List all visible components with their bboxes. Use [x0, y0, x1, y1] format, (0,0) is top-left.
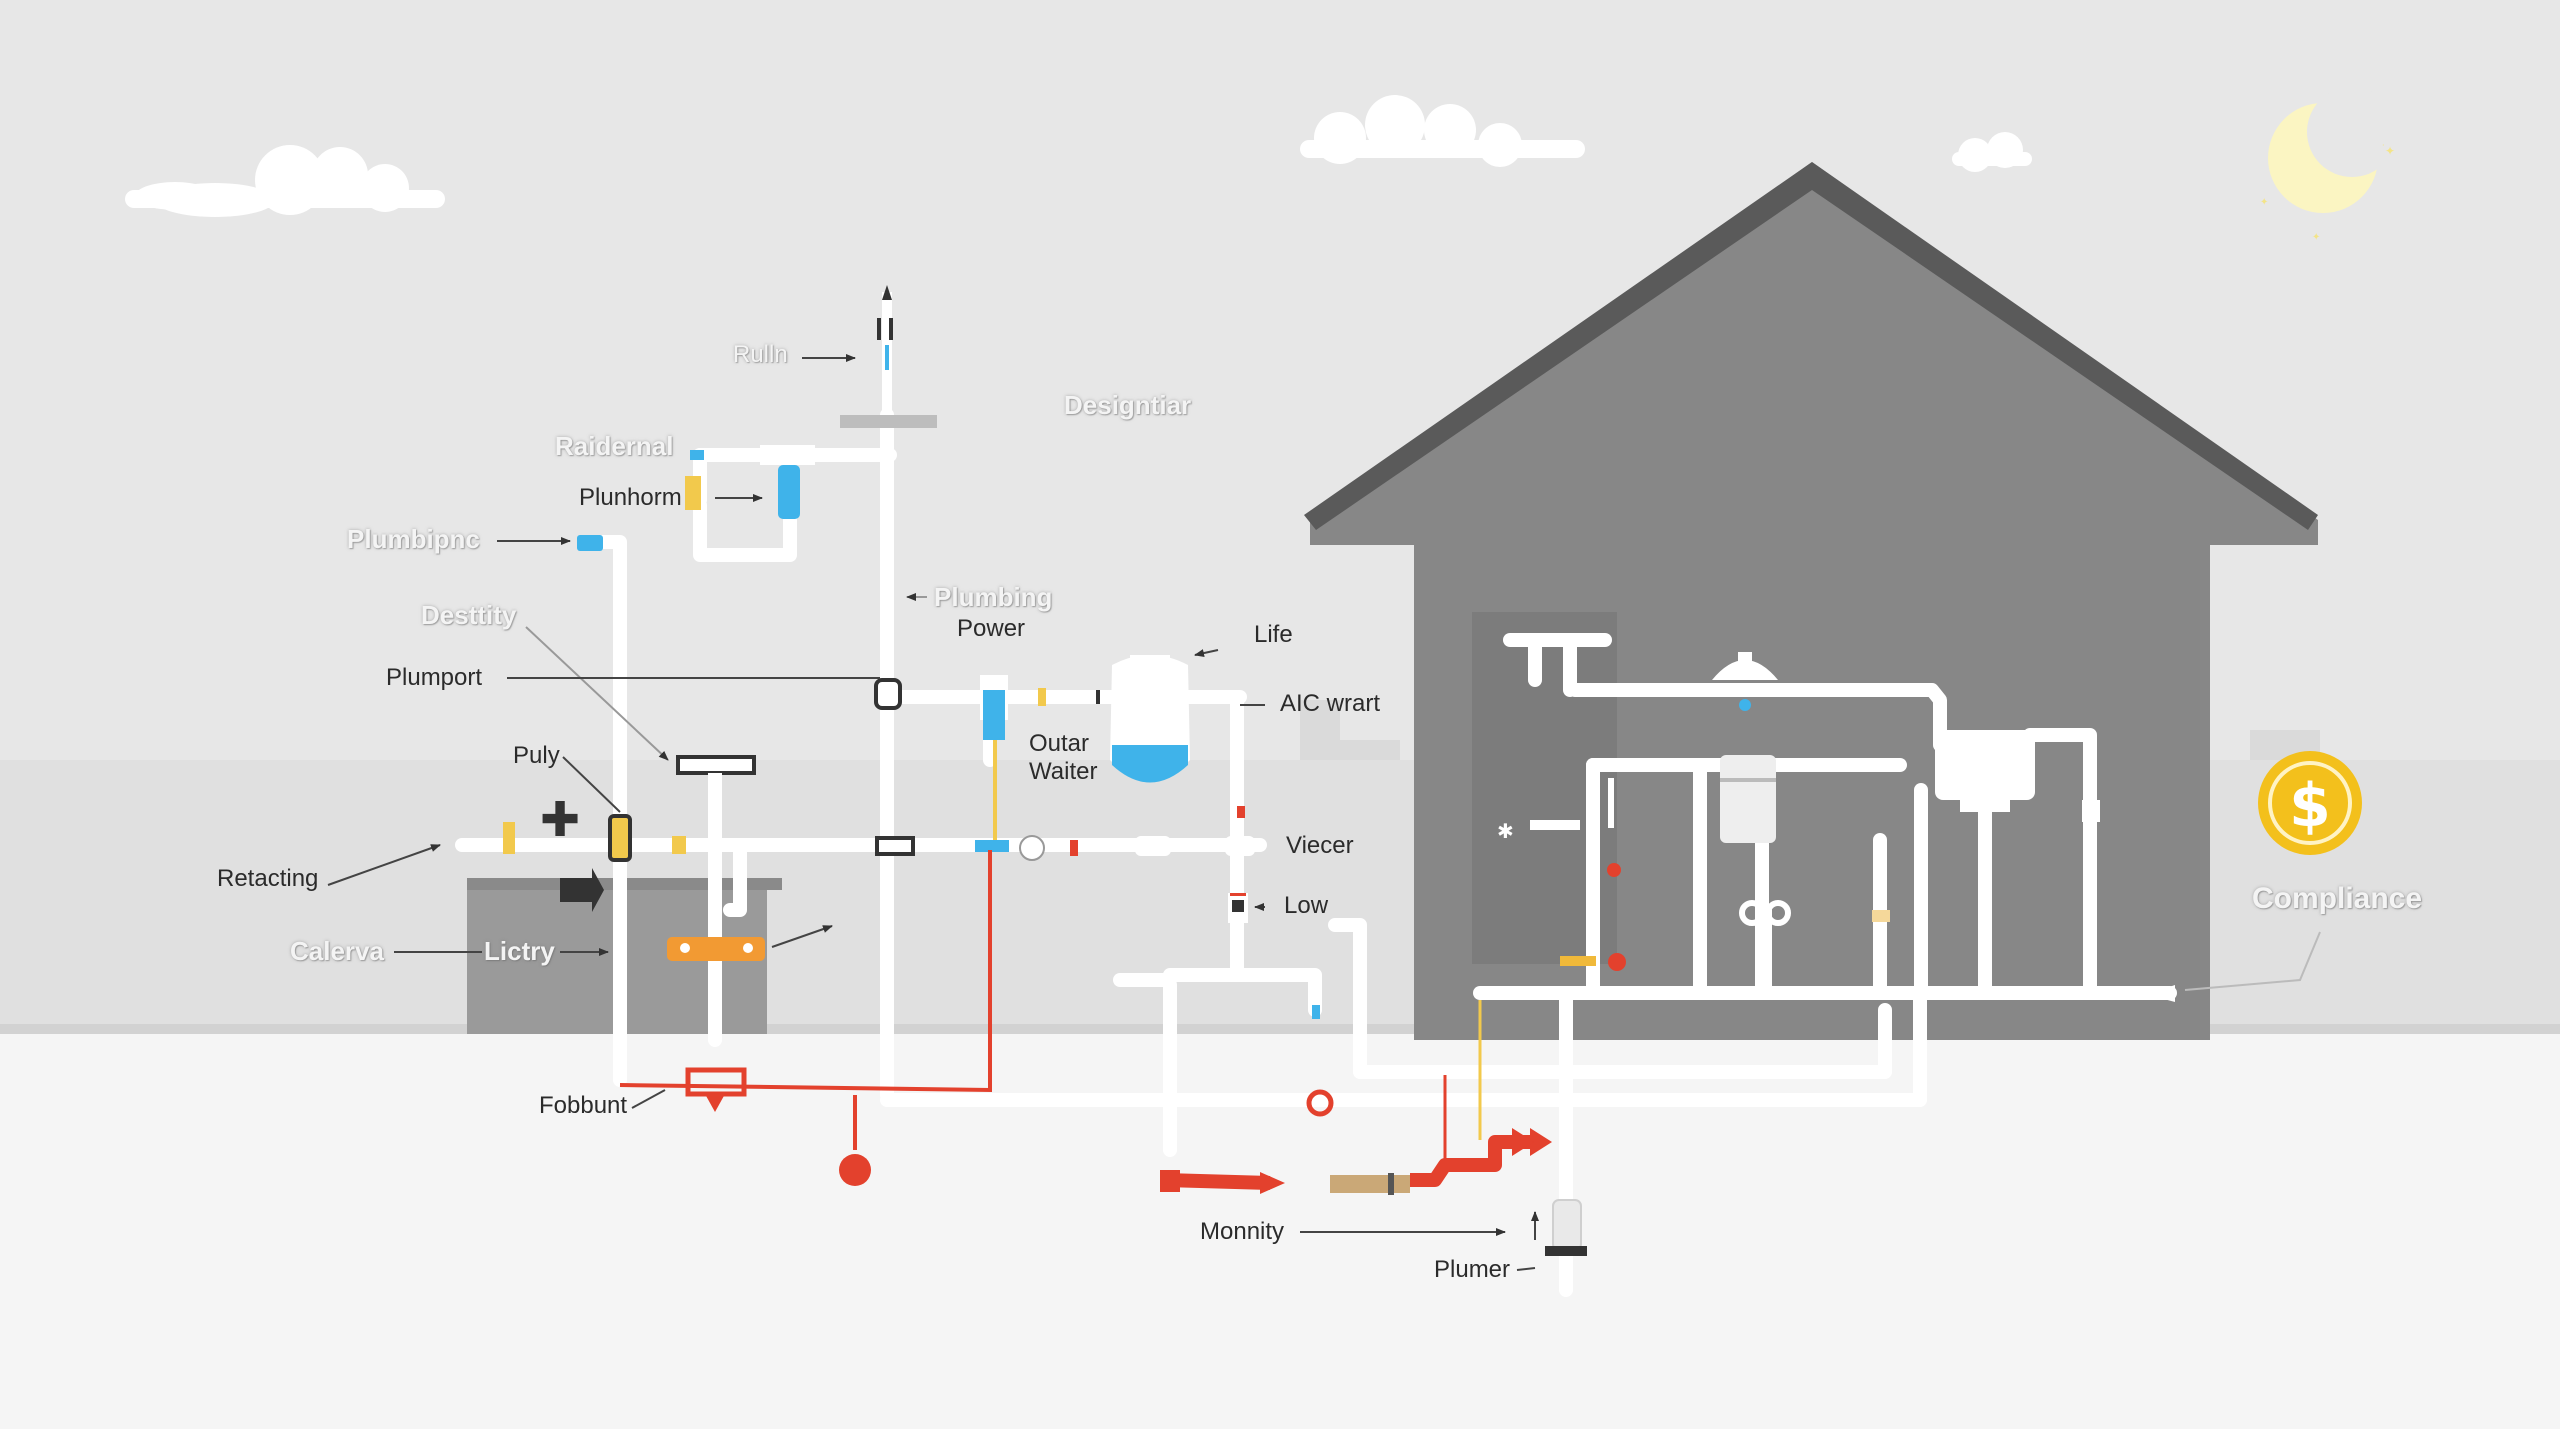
- fobbunt-valve: [685, 1067, 747, 1112]
- label-desttity: Desttity: [421, 600, 517, 630]
- fitting: [1607, 863, 1621, 877]
- label-lictry: Lictry: [484, 936, 555, 966]
- fitting: [1530, 820, 1580, 830]
- fitting: [1608, 778, 1614, 828]
- cloud-icon: [125, 145, 445, 217]
- label-monnity: Monnity: [1200, 1218, 1285, 1245]
- label-plumbipnc: Plumbipnc: [347, 524, 480, 554]
- label-plunhorm: Plunhorm: [579, 484, 682, 511]
- mid-valves: [874, 675, 1255, 861]
- faucet-icon: [1712, 652, 1778, 711]
- label-calerva: Calerva: [290, 936, 384, 966]
- hot-pipe-start: [1160, 1170, 1180, 1192]
- fitting: [1237, 806, 1245, 818]
- inlet-pipe: ✚: [462, 792, 686, 862]
- svg-text:✚: ✚: [540, 792, 580, 848]
- label-life: Life: [1254, 621, 1293, 648]
- fitting: [1312, 1005, 1320, 1019]
- red-valve-icon: [1306, 1089, 1334, 1117]
- label-designtiar: Designtiar: [1064, 390, 1192, 420]
- puly-valve: [676, 755, 756, 823]
- label-raidernal: Raidernal: [555, 431, 674, 461]
- water-heater: [1935, 730, 2035, 812]
- fitting: [2082, 800, 2100, 822]
- cleanout: [1545, 1199, 1587, 1256]
- label-puly: Puly: [513, 742, 560, 769]
- house-outlet: [2160, 985, 2175, 1002]
- label-outar: Outar: [1029, 730, 1090, 757]
- warning-icon: [1608, 953, 1626, 971]
- label-retacting: Retacting: [217, 865, 319, 892]
- svg-text:✦: ✦: [2312, 232, 2320, 243]
- svg-text:·: ·: [2382, 141, 2385, 150]
- low-valve: [1228, 893, 1248, 923]
- label-fobbunt: Fobbunt: [539, 1092, 628, 1119]
- fitting: [1872, 910, 1890, 922]
- ground-line: [0, 1024, 2560, 1034]
- rulln-vent: [840, 285, 937, 428]
- label-plumport: Plumport: [386, 664, 483, 691]
- dollar-coin-icon: $: [2258, 751, 2362, 855]
- moon-icon: ✦ ✦ ✦ ·: [2260, 87, 2397, 243]
- fitting: [1560, 956, 1596, 966]
- label-power: Power: [957, 615, 1026, 642]
- svg-text:✦: ✦: [2385, 144, 2395, 158]
- svg-text:$: $: [2289, 771, 2331, 841]
- label-plumer: Plumer: [1434, 1256, 1511, 1283]
- arrow-icon: [560, 868, 604, 912]
- label-compliance: Compliance: [2252, 882, 2423, 915]
- svg-text:✦: ✦: [2260, 197, 2268, 208]
- hot-outlet-pipe: [1164, 1000, 1552, 1195]
- drain-bulb: [839, 1154, 871, 1186]
- sparkle-icon: ✱: [1497, 819, 1514, 843]
- cloud-icon: [1300, 95, 1585, 167]
- cloud-icon: [1952, 132, 2032, 172]
- valve-icon: [1739, 900, 1791, 926]
- label-waiter: Waiter: [1029, 758, 1098, 785]
- label-rulln: Rulln: [733, 341, 788, 368]
- label-low: Low: [1284, 892, 1329, 919]
- orange-valve: [667, 937, 765, 1041]
- tank-icon: [1110, 655, 1190, 783]
- raidernal-fitting: [577, 445, 815, 551]
- leader-lines: [327, 354, 2321, 1271]
- label-viecer: Viecer: [1286, 832, 1354, 859]
- label-aic-wrart: AIC wrart: [1280, 690, 1381, 717]
- label-plumbing: Plumbing: [934, 582, 1053, 612]
- filter-tank: [1720, 755, 1776, 843]
